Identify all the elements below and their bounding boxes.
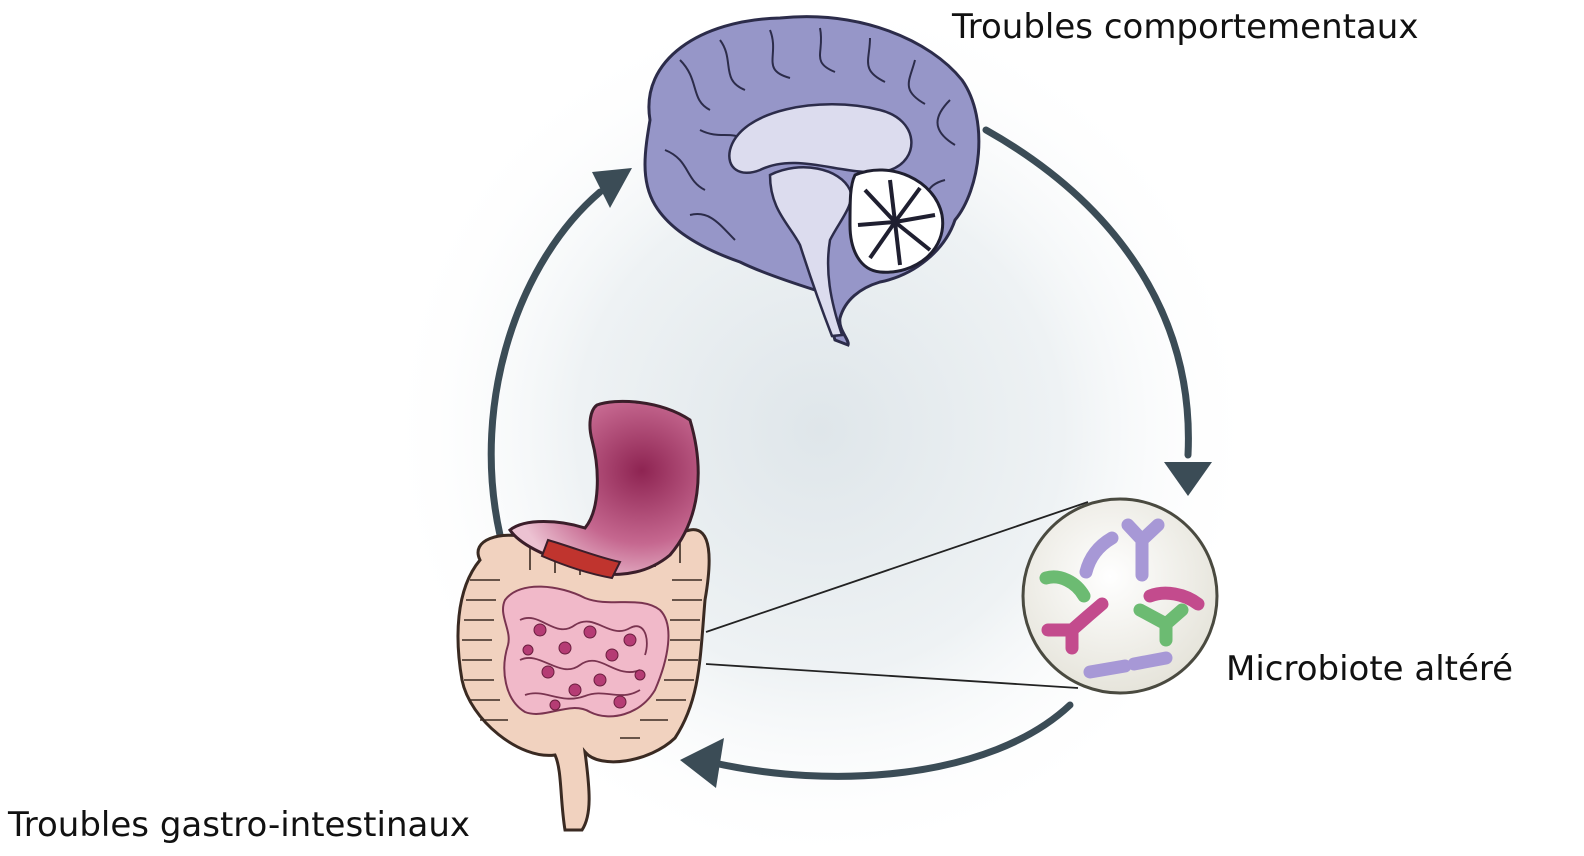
label-behavioral-disorders: Troubles comportementaux <box>952 10 1418 44</box>
bacterium <box>1134 658 1166 664</box>
label-altered-microbiota: Microbiote altéré <box>1226 652 1513 686</box>
bacterium <box>1090 666 1125 672</box>
bacteria-magnifier <box>1023 499 1217 693</box>
label-gastrointestinal-disorders: Troubles gastro-intestinaux <box>8 808 470 842</box>
